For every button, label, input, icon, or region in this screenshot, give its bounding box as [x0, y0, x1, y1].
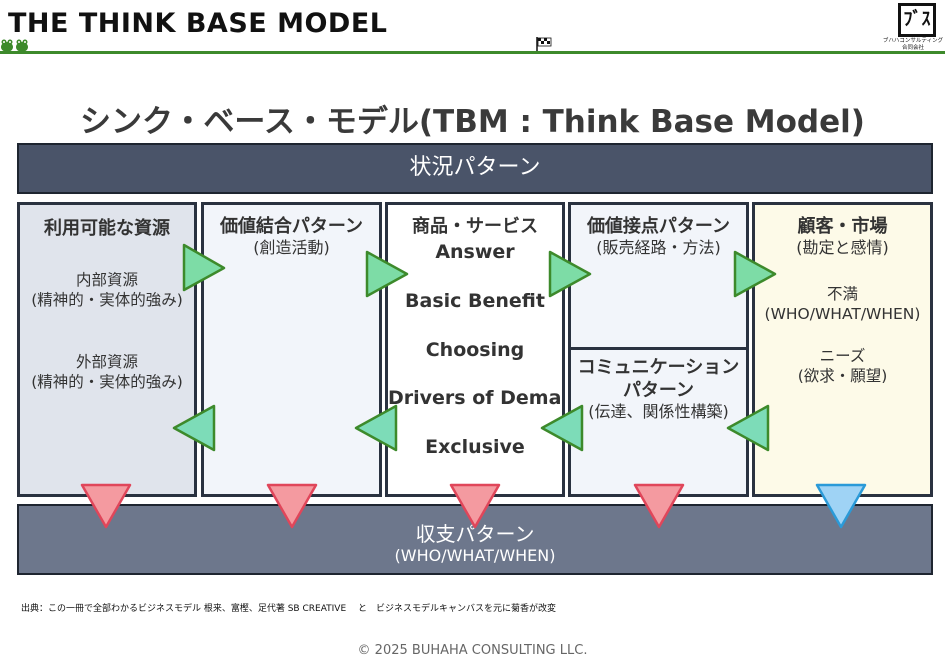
product-item-exclusive: Exclusive — [425, 436, 525, 458]
product-item-basic-benefit: Basic Benefit — [405, 290, 545, 312]
customer-market-box: 顧客・市場 (勘定と感情) 不満 (WHO/WHAT/WHEN) ニーズ (欲求… — [752, 202, 933, 497]
value-contact-heading: 価値接点パターン — [586, 216, 731, 237]
value-combination-sub: (創造活動) — [253, 238, 330, 257]
resources-box: 利用可能な資源 内部資源 (精神的・実体的強み) 外部資源 (精神的・実体的強み… — [17, 202, 197, 497]
value-combination-heading: 価値結合パターン — [219, 216, 364, 237]
external-resources-label: 外部資源 — [75, 353, 138, 371]
source-footnote: 出典：この一冊で全部わかるビジネスモデル 根来、富樫、足代著 SB CREATI… — [21, 604, 557, 614]
revenue-pattern-sub: (WHO/WHAT/WHEN) — [394, 546, 556, 565]
copyright: © 2025 BUHAHA CONSULTING LLC. — [357, 643, 588, 658]
situation-pattern-band: 状況パターン — [17, 143, 933, 194]
dissatisfaction-label: 不満 — [826, 285, 858, 303]
product-item-answer: Answer — [435, 241, 515, 263]
value-contact-sub: (販売経路・方法) — [596, 238, 721, 257]
logo-caption: ブハハコンサルティング 合同会社 — [882, 38, 944, 51]
communication-heading-2: パターン — [622, 380, 695, 401]
needs-sub: (欲求・願望) — [797, 367, 888, 385]
internal-resources-sub: (精神的・実体的強み) — [31, 291, 183, 309]
revenue-pattern-label: 収支パターン — [415, 522, 535, 546]
communication-heading: コミュニケーション — [577, 357, 740, 378]
revenue-pattern-band: 収支パターン (WHO/WHAT/WHEN) — [17, 504, 933, 575]
product-service-heading: 商品・サービス — [412, 216, 538, 237]
product-service-box: 商品・サービス Answer Basic Benefit Choosing Dr… — [385, 202, 565, 497]
internal-resources-label: 内部資源 — [75, 271, 138, 289]
product-item-choosing: Choosing — [425, 339, 525, 361]
communication-box: コミュニケーション パターン (伝達、関係性構築) — [568, 347, 749, 497]
communication-sub: (伝達、関係性構築) — [588, 402, 729, 421]
resources-heading: 利用可能な資源 — [44, 218, 170, 239]
dissatisfaction-sub: (WHO/WHAT/WHEN) — [764, 305, 921, 323]
company-logo: ﾌﾞｽ — [898, 3, 936, 37]
product-item-drivers-of-demand: Drivers of Demand — [388, 387, 562, 409]
customer-sub: (勘定と感情) — [796, 238, 889, 257]
frogs-icon — [1, 39, 28, 52]
needs-label: ニーズ — [819, 347, 866, 365]
value-contact-box: 価値接点パターン (販売経路・方法) — [568, 202, 749, 350]
header-rule — [0, 51, 945, 54]
external-resources-sub: (精神的・実体的強み) — [31, 373, 183, 391]
customer-heading: 顧客・市場 — [797, 216, 888, 237]
checkered-flag-icon — [536, 37, 552, 52]
page-title: シンク・ベース・モデル(TBM : Think Base Model) — [80, 104, 865, 140]
value-combination-box: 価値結合パターン (創造活動) — [201, 202, 382, 497]
header-title: THE THINK BASE MODEL — [8, 8, 388, 39]
